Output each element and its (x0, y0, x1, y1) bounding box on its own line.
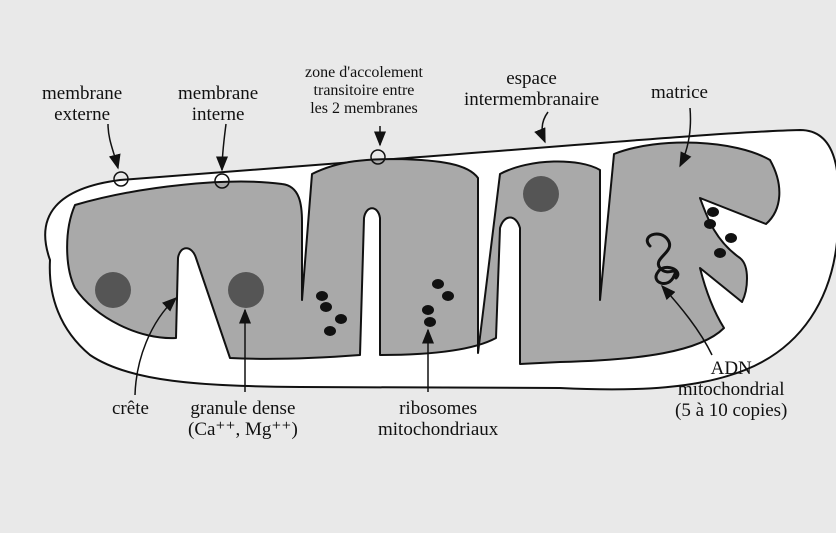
arrow-espace-intermembranaire (542, 112, 548, 142)
label-matrice: matrice (651, 82, 708, 103)
label-granule-dense: granule dense(Ca⁺⁺, Mg⁺⁺) (188, 398, 298, 440)
granule-dense-3 (523, 176, 559, 212)
granule-dense-2 (228, 272, 264, 308)
granule-dense-1 (95, 272, 131, 308)
arrow-membrane-externe (108, 124, 118, 168)
label-crete: crête (112, 398, 149, 419)
arrow-membrane-interne (222, 124, 226, 170)
